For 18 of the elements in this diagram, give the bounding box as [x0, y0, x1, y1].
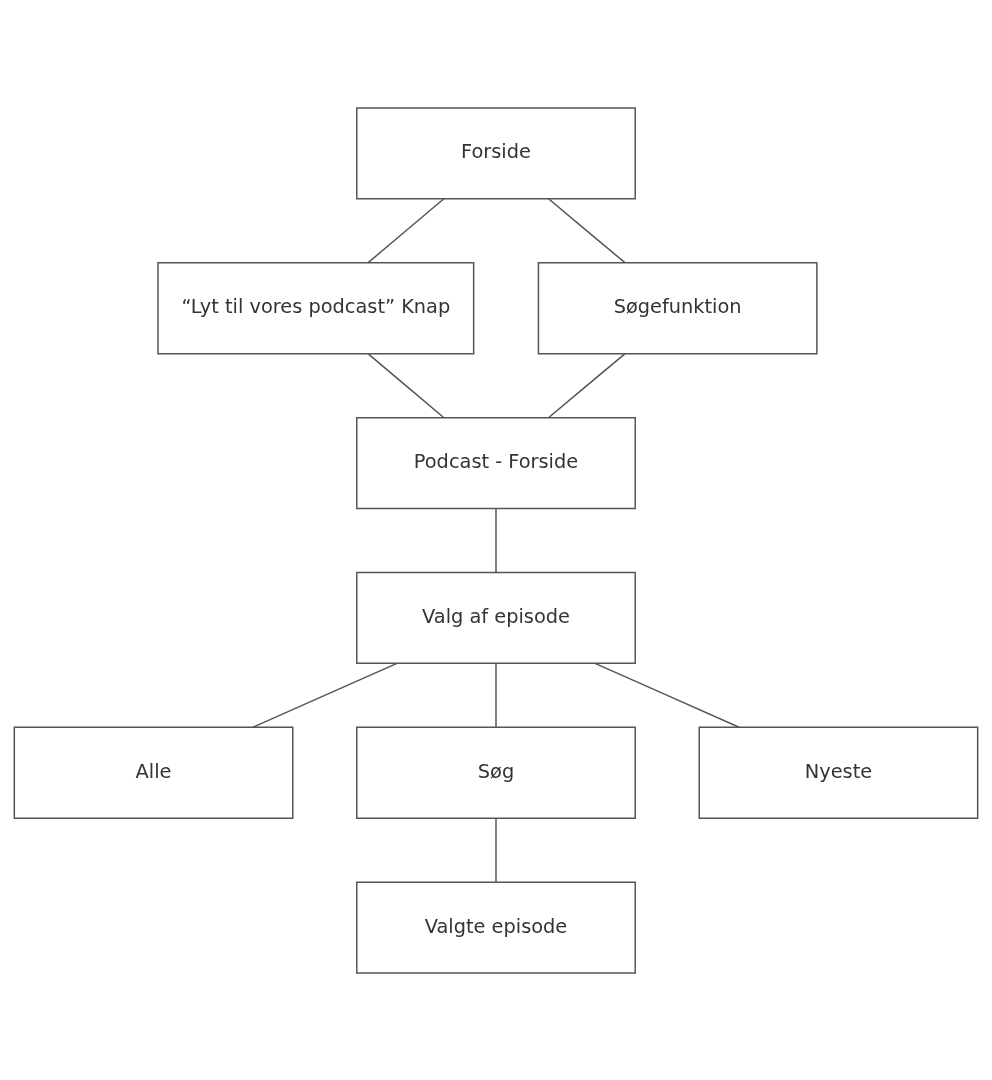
connector	[367, 352, 445, 418]
node-box: “Lyt til vores podcast” Knap	[157, 261, 475, 354]
connector	[495, 507, 497, 573]
connector	[547, 197, 626, 263]
node-box: Alle	[13, 726, 294, 819]
node-box: Valg af episode	[356, 571, 636, 664]
connector	[548, 352, 626, 418]
connector	[594, 662, 740, 728]
connector	[495, 662, 497, 728]
node-box: Podcast - Forside	[356, 416, 636, 509]
node-box: Søg	[356, 726, 636, 819]
node-box: Nyeste	[698, 726, 979, 819]
node-box: Valgte episode	[356, 880, 636, 974]
connector	[252, 662, 398, 728]
node-box: Søgefunktion	[537, 261, 818, 354]
connector	[367, 197, 445, 263]
node-box: Forside	[356, 106, 636, 200]
connector	[495, 816, 497, 883]
